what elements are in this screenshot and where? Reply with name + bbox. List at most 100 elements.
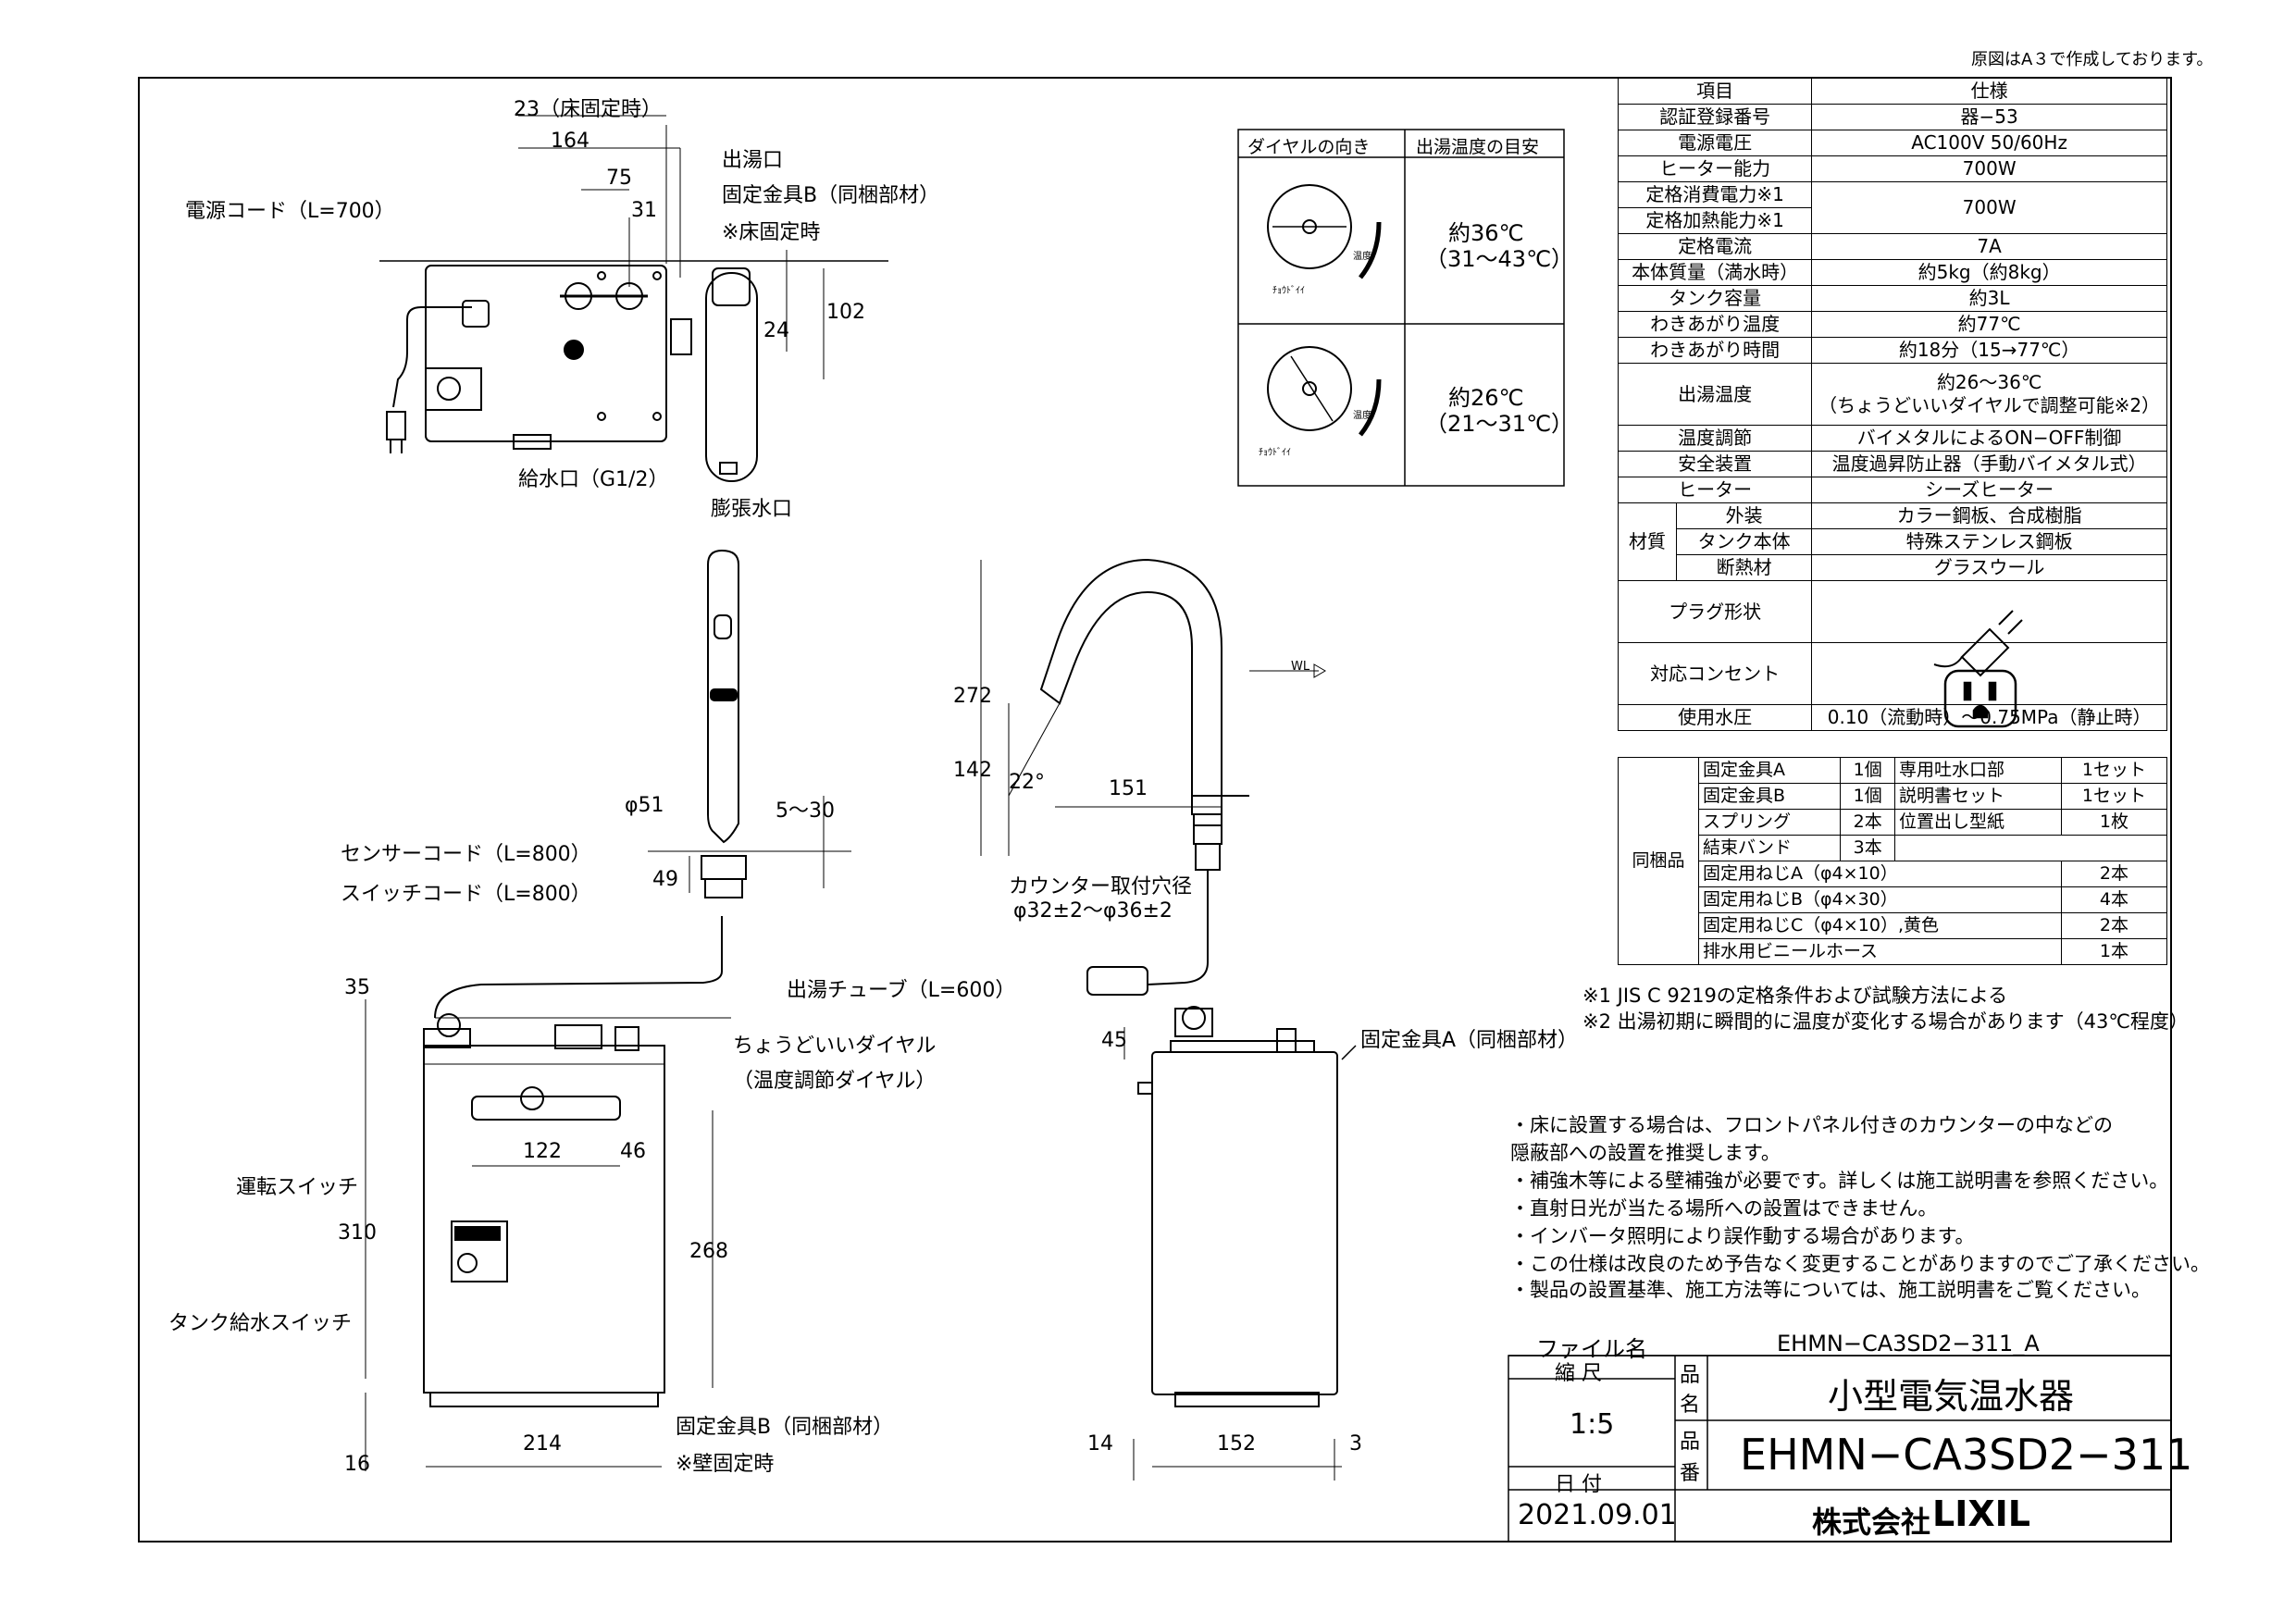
number-label-2: 番 bbox=[1680, 1462, 1701, 1485]
table-row: 温度調節バイメタルによるON−OFF制御 bbox=[1617, 425, 2167, 452]
bundled-item: 専用吐水口部 bbox=[1894, 757, 2062, 784]
note: ・床に設置する場合は、フロントパネル付きのカウンターの中などの bbox=[1510, 1114, 2113, 1136]
spec-value: カラー鋼板、合成樹脂 bbox=[1811, 502, 2167, 529]
table-row: タンク本体特殊ステンレス鋼板 bbox=[1619, 528, 2167, 555]
dim-22-deg: 22° bbox=[1009, 771, 1045, 794]
bundled-qty: 2本 bbox=[1840, 809, 1895, 836]
bundled-item: 固定用ねじA（φ4×10） bbox=[1698, 861, 2062, 887]
bundled-label: 同梱品 bbox=[1618, 757, 1699, 965]
outlet-label: 対応コンセント bbox=[1617, 642, 1813, 705]
dial-label-just-2: ﾁｮｳﾄﾞｲｲ bbox=[1259, 448, 1291, 458]
counter-hole-label: カウンター取付穴径 bbox=[1009, 875, 1193, 898]
spec-label: 使用水圧 bbox=[1617, 704, 1813, 731]
note: ・補強木等による壁補強が必要です。詳しくは施工説明書を参照ください。 bbox=[1510, 1170, 2169, 1192]
bundled-qty: 2本 bbox=[2060, 912, 2168, 939]
bundled-item: 固定用ねじC（φ4×10）,黄色 bbox=[1698, 912, 2062, 939]
spec-value: 約26〜36℃（ちょうどいいダイヤルで調整可能※2） bbox=[1811, 363, 2167, 426]
dial-head-direction: ダイヤルの向き bbox=[1247, 137, 1371, 157]
expansion-label: 膨張水口 bbox=[711, 498, 793, 521]
dim-14: 14 bbox=[1087, 1432, 1113, 1456]
top-view bbox=[379, 115, 888, 482]
bundled-qty: 1セット bbox=[2060, 757, 2168, 784]
bundled-item: 位置出し型紙 bbox=[1894, 809, 2062, 836]
table-row: 本体質量（満水時）約5kg（約8kg） bbox=[1617, 259, 2167, 286]
outlet-label: 出湯口 bbox=[722, 149, 784, 172]
dial-label-just-1: ﾁｮｳﾄﾞｲｲ bbox=[1272, 286, 1305, 296]
dim-102: 102 bbox=[826, 301, 865, 324]
front-view bbox=[365, 549, 851, 1471]
header-note: 原図はA３で作成しております。 bbox=[1971, 50, 2214, 69]
plug-icon-cell bbox=[1811, 580, 2167, 643]
spec-head: 項目 仕様 bbox=[1617, 78, 2167, 105]
bundled-item: スプリング bbox=[1697, 809, 1842, 836]
bundled-item: 説明書セット bbox=[1894, 783, 2062, 810]
spec-label: 認証登録番号 bbox=[1617, 104, 1813, 130]
brand-logo: LIXIL bbox=[1932, 1493, 2031, 1534]
spec-label: タンク容量 bbox=[1617, 285, 1813, 312]
spec-head-spec: 仕様 bbox=[1811, 78, 2167, 105]
spec-value: 器−53 bbox=[1811, 104, 2167, 130]
spec-value: 700W bbox=[1811, 155, 2167, 182]
bundled-qty: 1セット bbox=[2060, 783, 2168, 810]
table-row: 同梱品 固定金具A 1個 専用吐水口部 1セット bbox=[1618, 757, 2168, 965]
spec-value: バイメタルによるON−OFF制御 bbox=[1811, 425, 2167, 452]
table-row: 認証登録番号器−53 bbox=[1617, 104, 2167, 130]
dim-31: 31 bbox=[631, 199, 657, 222]
file-name: EHMN−CA3SD2−311_A bbox=[1777, 1331, 2040, 1357]
spec-label: 電源電圧 bbox=[1617, 130, 1813, 156]
dim-214: 214 bbox=[523, 1432, 562, 1456]
note: ・製品の設置基準、施工方法等については、施工説明書をご覧ください。 bbox=[1510, 1279, 2151, 1301]
spec-value: 約3L bbox=[1811, 285, 2167, 312]
dim-152: 152 bbox=[1217, 1432, 1256, 1456]
spec-label: 安全装置 bbox=[1617, 451, 1813, 477]
outlet-temp-line2: （ちょうどいいダイヤルで調整可能※2） bbox=[1818, 394, 2161, 416]
dial-label-temp-2: 温度 bbox=[1353, 411, 1371, 421]
bundled-item: 固定金具A bbox=[1697, 757, 1842, 784]
note: ・インバータ照明により誤作動する場合があります。 bbox=[1510, 1225, 1975, 1247]
spec-value: AC100V 50/60Hz bbox=[1811, 130, 2167, 156]
floor-fix-label: ※床固定時 bbox=[722, 221, 821, 244]
dim-5-30: 5〜30 bbox=[776, 799, 835, 823]
table-row: タンク容量約3L bbox=[1617, 285, 2167, 312]
dim-35: 35 bbox=[344, 976, 370, 999]
spec-label: わきあがり温度 bbox=[1617, 311, 1813, 338]
bundled-empty bbox=[1894, 835, 2167, 861]
title-block bbox=[1508, 1355, 2172, 1542]
dim-310: 310 bbox=[338, 1221, 377, 1245]
spec-label: 定格消費電力※1 bbox=[1617, 181, 1813, 208]
dim-24: 24 bbox=[763, 319, 789, 342]
bundled-item: 固定用ねじB（φ4×30） bbox=[1698, 886, 2062, 913]
note: ・この仕様は改良のため予告なく変更することがありますのでご了承ください。 bbox=[1510, 1253, 2210, 1275]
bundled-item: 排水用ビニールホース bbox=[1698, 938, 2062, 965]
dial-head-temp: 出湯温度の目安 bbox=[1416, 137, 1540, 157]
number-label-1: 品 bbox=[1680, 1431, 1701, 1454]
spec-value: 7A bbox=[1811, 233, 2167, 260]
dial-icons bbox=[1267, 184, 1382, 437]
wl-label: WL bbox=[1291, 660, 1310, 674]
bracket-b-label: 固定金具B（同梱部材） bbox=[722, 184, 940, 207]
scale-label: 縮 尺 bbox=[1555, 1362, 1602, 1385]
note: 隠蔽部への設置を推奨します。 bbox=[1510, 1142, 1781, 1164]
side-view bbox=[980, 558, 1357, 1481]
table-row: わきあがり温度約77℃ bbox=[1617, 311, 2167, 338]
spec-label: 出湯温度 bbox=[1617, 363, 1813, 426]
table-row: 対応コンセント bbox=[1617, 642, 2167, 705]
plug-label: プラグ形状 bbox=[1617, 580, 1813, 643]
dim-75: 75 bbox=[606, 167, 632, 190]
spec-value: 約77℃ bbox=[1811, 311, 2167, 338]
footnote-2: ※2 出湯初期に瞬間的に温度が変化する場合があります（43℃程度） bbox=[1582, 1010, 2189, 1033]
table-row: 材質 外装 カラー鋼板、合成樹脂 bbox=[1618, 502, 2167, 581]
spec-label: わきあがり時間 bbox=[1617, 337, 1813, 364]
dim-16: 16 bbox=[344, 1453, 370, 1476]
dim-phi51: φ51 bbox=[625, 794, 664, 817]
product-name: 小型電気温水器 bbox=[1828, 1376, 2075, 1417]
table-row: 出湯温度 約26〜36℃（ちょうどいいダイヤルで調整可能※2） bbox=[1617, 363, 2167, 426]
dial-table bbox=[1237, 129, 1565, 487]
dial-temp-2: 約26℃ bbox=[1448, 385, 1524, 411]
